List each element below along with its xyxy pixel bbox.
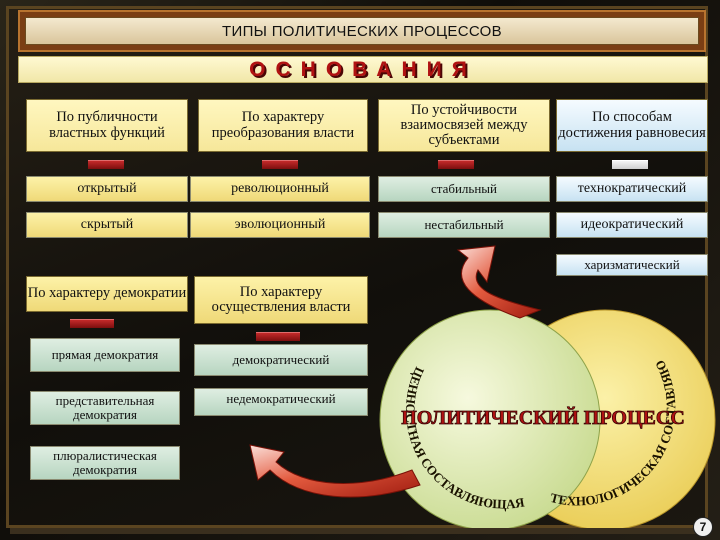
criterion-transformation: По характеру преобразования власти [198, 99, 368, 152]
type-stable: стабильный [378, 176, 550, 202]
bottom-strip [10, 528, 710, 534]
type-charismatic: харизматический [556, 254, 708, 276]
type-hidden: скрытый [26, 212, 188, 238]
democracy-representative: представительная демократия [30, 391, 180, 425]
criterion-publicity: По публичности властных функций [26, 99, 188, 152]
page-number: 7 [693, 517, 713, 537]
type-ideocratic: идеократический [556, 212, 708, 238]
title-bar: ТИПЫ ПОЛИТИЧЕСКИХ ПРОЦЕССОВ [18, 10, 706, 52]
connector [88, 160, 124, 169]
connector [70, 319, 114, 328]
criterion-power: По характеру осуществления власти [194, 276, 368, 324]
connector [256, 332, 300, 341]
criterion-equilibrium: По способам достижения равновесия [556, 99, 708, 152]
arrow-left-icon [249, 444, 421, 498]
basis-banner: ОСНОВАНИЯ [18, 56, 708, 83]
connector [262, 160, 298, 169]
type-open: открытый [26, 176, 188, 202]
slide-title: ТИПЫ ПОЛИТИЧЕСКИХ ПРОЦЕССОВ [25, 17, 699, 45]
type-unstable: нестабильный [378, 212, 550, 238]
political-process-label: ПОЛИТИЧЕСКИЙ ПРОЦЕСС [401, 406, 685, 429]
democracy-pluralistic: плюралистическая демократия [30, 446, 180, 480]
connector [612, 160, 648, 169]
criterion-stability: По устойчивости взаимосвязей между субъе… [378, 99, 550, 152]
power-nondemocratic: недемократический [194, 388, 368, 416]
criterion-democracy: По характеру демократии [26, 276, 188, 312]
connector [438, 160, 474, 169]
type-technocratic: технократический [556, 176, 708, 202]
type-revolutionary: революционный [190, 176, 370, 202]
democracy-direct: прямая демократия [30, 338, 180, 372]
power-democratic: демократический [194, 344, 368, 376]
arrow-up-icon [456, 245, 542, 319]
type-evolutionary: эволюционный [190, 212, 370, 238]
